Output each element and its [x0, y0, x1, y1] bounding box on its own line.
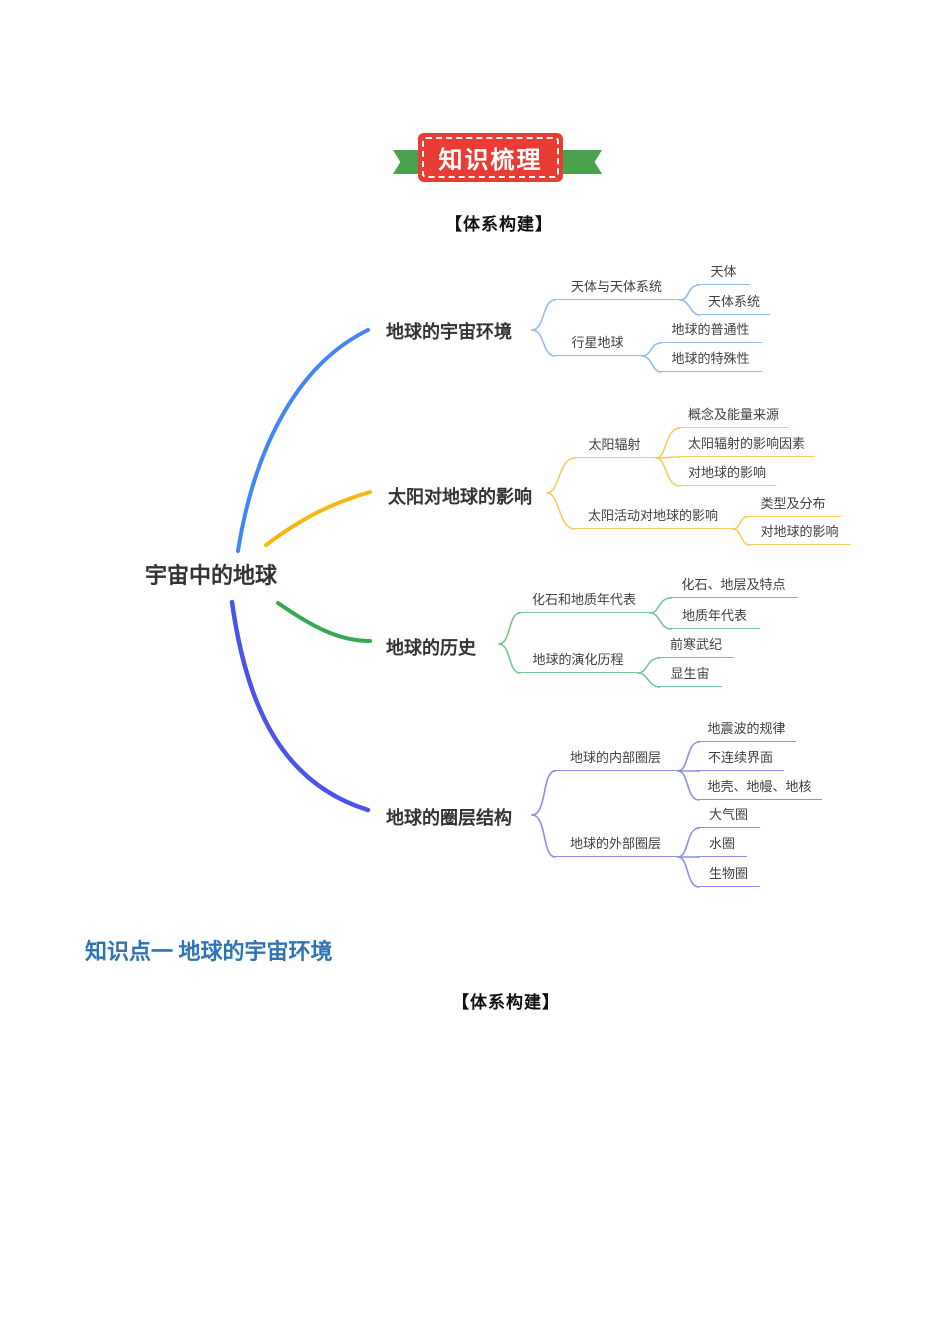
leaf-label: 类型及分布	[745, 495, 841, 517]
subnode-label: 地球的演化历程	[518, 651, 638, 673]
leaf-label: 太阳辐射的影响因素	[678, 435, 815, 457]
branch-label-sun-influence: 太阳对地球的影响	[388, 487, 532, 507]
leaf-label: 水圈	[697, 835, 747, 857]
subnode-label: 化石和地质年代表	[518, 591, 650, 613]
subnode-label: 地球的外部圈层	[553, 835, 678, 857]
branch-label-earth-history: 地球的历史	[386, 638, 476, 658]
leaf-label: 地球的特殊性	[659, 350, 762, 372]
section-heading-system-build-top: 【体系构建】	[445, 215, 553, 234]
subnode-label: 天体与天体系统	[553, 278, 680, 300]
leaf-label: 地质年代表	[669, 607, 760, 629]
branch-label-layer-structure: 地球的圈层结构	[386, 808, 512, 828]
leaf-label: 地震波的规律	[697, 720, 796, 742]
leaf-label: 化石、地层及特点	[669, 576, 798, 598]
leaf-label: 对地球的影响	[678, 464, 776, 486]
subnode-label: 行星地球	[553, 334, 642, 356]
leaf-label: 对地球的影响	[748, 523, 851, 545]
mindmap-root: 宇宙中的地球	[145, 563, 278, 588]
knowledge-point-heading: 知识点一 地球的宇宙环境	[85, 939, 333, 964]
banner: 知识梳理	[418, 133, 563, 182]
leaf-label: 大气圈	[697, 806, 760, 828]
leaf-label: 地壳、地幔、地核	[697, 778, 822, 800]
branch-curve-layer-structure	[229, 599, 371, 813]
leaf-label: 地球的普通性	[659, 321, 762, 343]
banner-ribbon-right-icon	[556, 150, 602, 174]
leaf-label: 天体	[697, 263, 750, 285]
branch-curve-universe-environment	[236, 328, 370, 553]
subnode-label: 地球的内部圈层	[553, 749, 678, 771]
branch-curve-sun-influence	[264, 490, 372, 547]
section-heading-system-build-bottom: 【体系构建】	[452, 993, 560, 1012]
leaf-label: 显生宙	[658, 665, 722, 687]
leaf-label: 天体系统	[698, 293, 770, 315]
subnode-label: 太阳辐射	[573, 436, 656, 458]
leaf-label: 不连续界面	[697, 749, 784, 771]
banner-title: 知识梳理	[438, 147, 543, 174]
subnode-label: 太阳活动对地球的影响	[573, 507, 733, 529]
branch-curve-earth-history	[276, 601, 372, 643]
leaf-label: 生物圈	[697, 865, 760, 887]
branch-label-universe-environment: 地球的宇宙环境	[386, 322, 512, 342]
leaf-label: 前寒武纪	[658, 636, 734, 658]
leaf-label: 概念及能量来源	[678, 406, 789, 428]
